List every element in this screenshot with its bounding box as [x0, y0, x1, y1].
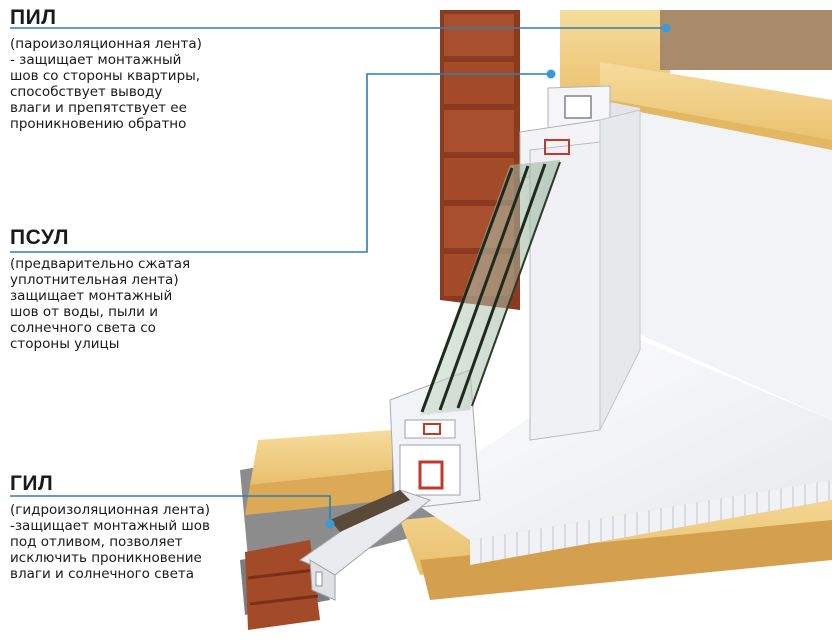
- gil-description: (гидроизоляционная лента) -защищает монт…: [10, 502, 210, 582]
- glass-unit: [420, 160, 561, 415]
- gil-desc-line: исключить проникновение: [10, 550, 202, 566]
- gil-label-block: ГИЛ (гидроизоляционная лента) -защищает …: [10, 472, 210, 582]
- leader-lines: [10, 23, 671, 529]
- psul-desc-line: (предварительно сжатая: [10, 256, 191, 272]
- pil-desc-line: (пароизоляционная лента): [10, 36, 202, 52]
- psul-desc-line: шов от воды, пыли и: [10, 304, 159, 320]
- pil-desc-line: влаги и препятствует ее: [10, 100, 187, 116]
- drip-sill: [298, 489, 432, 601]
- pil-desc-line: - защищает монтажный: [10, 52, 182, 68]
- psul-label-block: ПСУЛ (предварительно сжатая уплотнительн…: [10, 226, 190, 352]
- window-sill: [410, 340, 832, 565]
- pil-desc-line: шов со стороны квартиры,: [10, 68, 201, 84]
- psul-leader-dot: [546, 69, 556, 79]
- psul-desc-line: защищает монтажный: [10, 288, 173, 304]
- psul-description: (предварительно сжатая уплотнительная ле…: [10, 256, 190, 352]
- psul-leader-line: [10, 73, 551, 253]
- psul-desc-line: уплотнительная лента): [10, 272, 179, 288]
- pil-leader-dot: [661, 23, 671, 33]
- psul-desc-line: стороны улицы: [10, 336, 120, 352]
- pil-description: (пароизоляционная лента) - защищает монт…: [10, 36, 202, 132]
- pil-title: ПИЛ: [10, 6, 57, 29]
- gil-desc-line: (гидроизоляционная лента): [10, 502, 210, 518]
- pil-label-block: ПИЛ (пароизоляционная лента) - защищает …: [10, 6, 202, 132]
- gil-desc-line: под отливом, позволяет: [10, 534, 183, 550]
- gil-leader-dot: [325, 519, 335, 529]
- gil-title: ГИЛ: [10, 472, 54, 495]
- gil-desc-line: -защищает монтажный шов: [10, 518, 210, 534]
- pil-desc-line: способствует выводу: [10, 84, 163, 100]
- gil-desc-line: влаги и солнечного света: [10, 566, 195, 582]
- psul-title: ПСУЛ: [10, 226, 69, 249]
- psul-desc-line: солнечного света со: [10, 320, 156, 336]
- pil-desc-line: проникновению обратно: [10, 116, 187, 132]
- gil-leader-line: [10, 495, 331, 524]
